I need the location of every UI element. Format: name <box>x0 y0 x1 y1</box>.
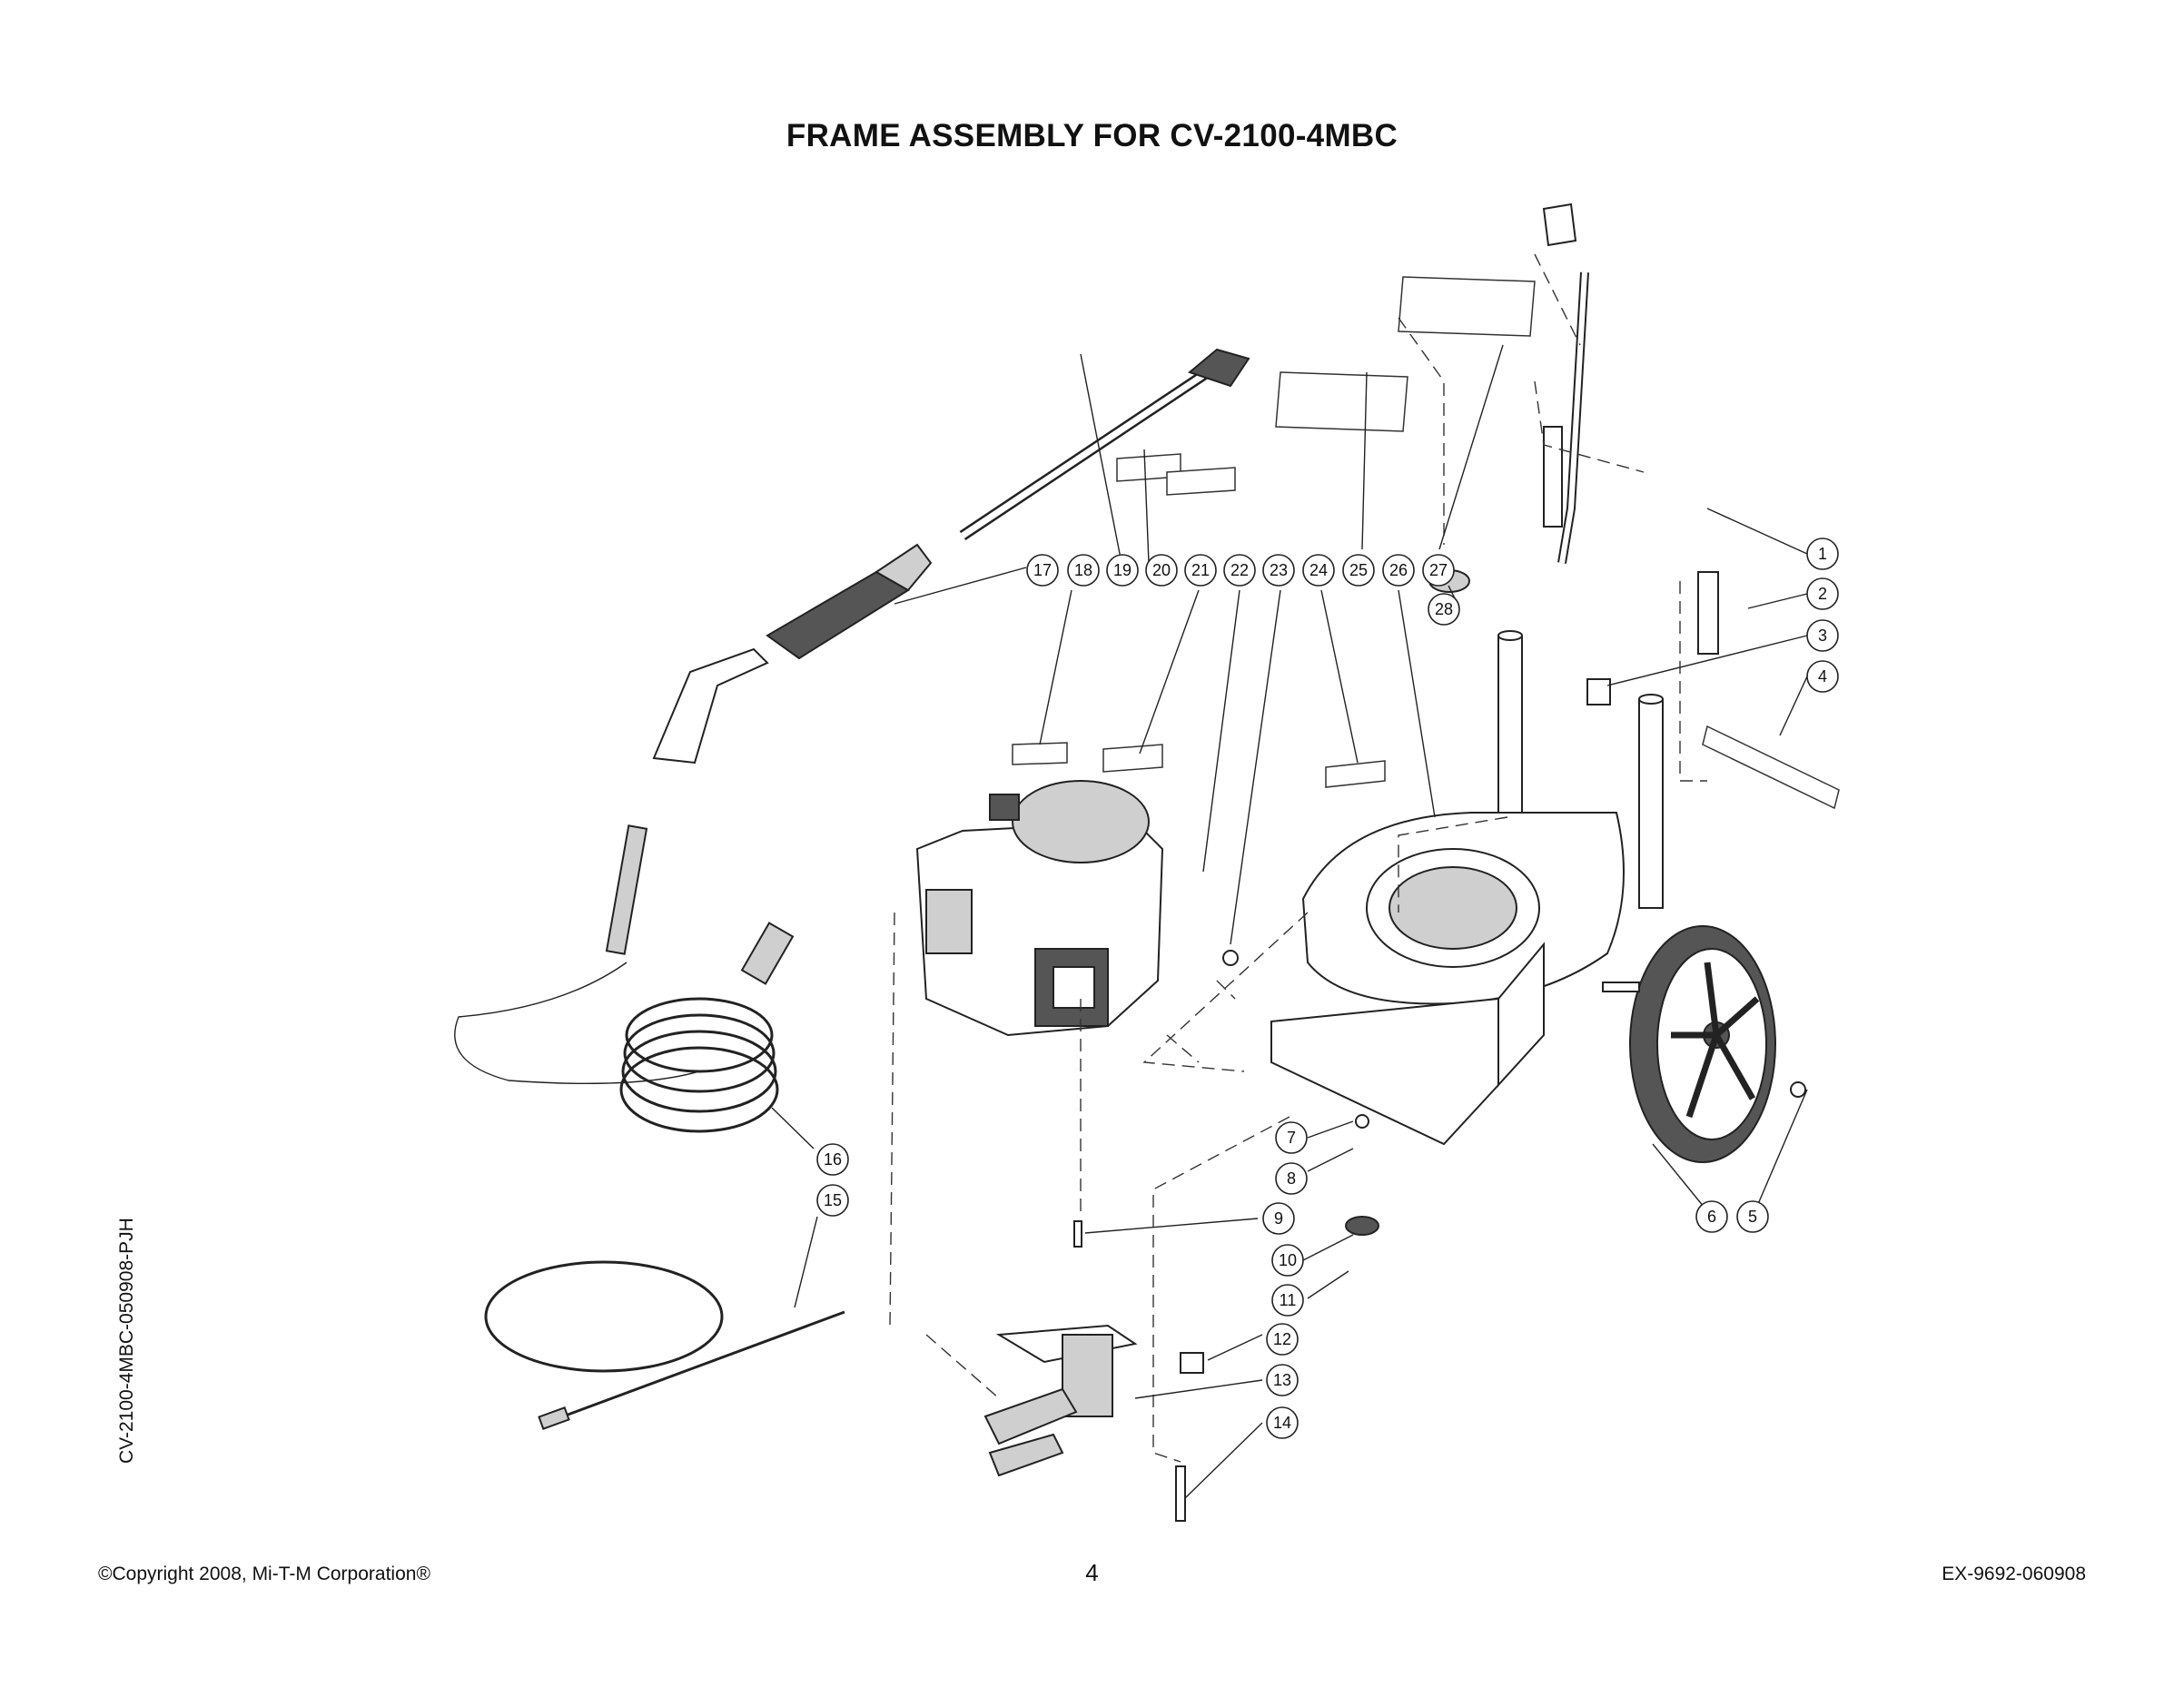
callout-2: 2 <box>1806 577 1839 610</box>
callout-9: 9 <box>1262 1202 1295 1235</box>
callout-25: 25 <box>1342 554 1375 587</box>
wheel-icon <box>1602 925 1806 1163</box>
svg-text:18: 18 <box>1074 561 1092 579</box>
svg-text:2: 2 <box>1818 585 1827 603</box>
callout-16: 16 <box>816 1143 849 1176</box>
svg-text:10: 10 <box>1279 1251 1297 1269</box>
svg-text:23: 23 <box>1270 561 1288 579</box>
svg-text:20: 20 <box>1152 561 1171 579</box>
svg-text:4: 4 <box>1818 667 1827 686</box>
base-frame-icon <box>1270 630 1664 1146</box>
callout-19: 19 <box>1106 554 1139 587</box>
callout-12: 12 <box>1266 1323 1299 1356</box>
svg-text:6: 6 <box>1707 1208 1716 1226</box>
svg-text:26: 26 <box>1389 561 1408 579</box>
hose-reel-icon <box>454 922 795 1133</box>
svg-text:14: 14 <box>1273 1414 1291 1432</box>
assembly-lines <box>889 253 1707 1463</box>
svg-text:8: 8 <box>1287 1169 1296 1188</box>
callout-15: 15 <box>816 1184 849 1217</box>
nut-icon <box>1222 950 1239 966</box>
callout-13: 13 <box>1266 1364 1299 1396</box>
callout-6: 6 <box>1695 1200 1728 1233</box>
callout-23: 23 <box>1262 554 1295 587</box>
bolt-icon <box>1175 1465 1186 1522</box>
svg-text:7: 7 <box>1287 1129 1296 1147</box>
svg-text:1: 1 <box>1818 545 1827 563</box>
page-title: FRAME ASSEMBLY FOR CV-2100-4MBC <box>786 118 1398 153</box>
callout-7: 7 <box>1275 1121 1308 1154</box>
callout-26: 26 <box>1382 554 1415 587</box>
wand-icon <box>959 348 1250 540</box>
callout-14: 14 <box>1266 1406 1299 1439</box>
svg-text:15: 15 <box>824 1191 842 1209</box>
callout-18: 18 <box>1067 554 1100 587</box>
footer-copyright: ©Copyright 2008, Mi-T-M Corporation® <box>98 1564 430 1584</box>
svg-text:9: 9 <box>1274 1209 1283 1228</box>
svg-text:22: 22 <box>1230 561 1249 579</box>
callout-17: 17 <box>1026 554 1059 587</box>
callout-3: 3 <box>1806 619 1839 652</box>
leader-lines <box>771 344 1808 1499</box>
svg-text:11: 11 <box>1280 1291 1297 1309</box>
callout-1: 1 <box>1806 538 1839 570</box>
handle-frame-icon <box>1542 202 1752 655</box>
page-number: 4 <box>1085 1559 1099 1586</box>
svg-text:25: 25 <box>1349 561 1368 579</box>
pump-icon <box>983 1324 1204 1477</box>
spray-gun-icon <box>605 543 933 955</box>
svg-text:19: 19 <box>1113 561 1132 579</box>
callout-11: 11 <box>1271 1284 1304 1317</box>
chemical-hose-icon <box>484 1260 845 1430</box>
callout-21: 21 <box>1184 554 1217 587</box>
callout-20: 20 <box>1145 554 1178 587</box>
pin-icon <box>1073 1220 1082 1248</box>
clip-icon <box>1586 678 1611 705</box>
nut-icon <box>1355 1114 1369 1129</box>
decal-icon <box>1012 276 1840 810</box>
svg-text:16: 16 <box>824 1150 842 1169</box>
callout-24: 24 <box>1302 554 1335 587</box>
svg-text:27: 27 <box>1429 561 1448 579</box>
callout-28: 28 <box>1428 593 1460 626</box>
svg-text:24: 24 <box>1309 561 1328 579</box>
svg-text:13: 13 <box>1273 1371 1291 1389</box>
svg-text:12: 12 <box>1273 1330 1291 1348</box>
callout-22: 22 <box>1223 554 1256 587</box>
svg-text:5: 5 <box>1748 1208 1757 1226</box>
svg-text:21: 21 <box>1191 561 1210 579</box>
callout-8: 8 <box>1275 1162 1308 1195</box>
svg-text:17: 17 <box>1033 561 1052 579</box>
engine-icon <box>915 780 1164 1037</box>
callout-4: 4 <box>1806 660 1839 693</box>
isolator-icon <box>1345 1216 1379 1236</box>
callout-10: 10 <box>1271 1244 1304 1277</box>
callout-27: 27 <box>1422 554 1455 587</box>
document-number: EX-9692-060908 <box>1942 1564 2086 1584</box>
callout-5: 5 <box>1736 1200 1769 1233</box>
svg-text:28: 28 <box>1435 600 1453 618</box>
svg-text:3: 3 <box>1818 626 1827 645</box>
